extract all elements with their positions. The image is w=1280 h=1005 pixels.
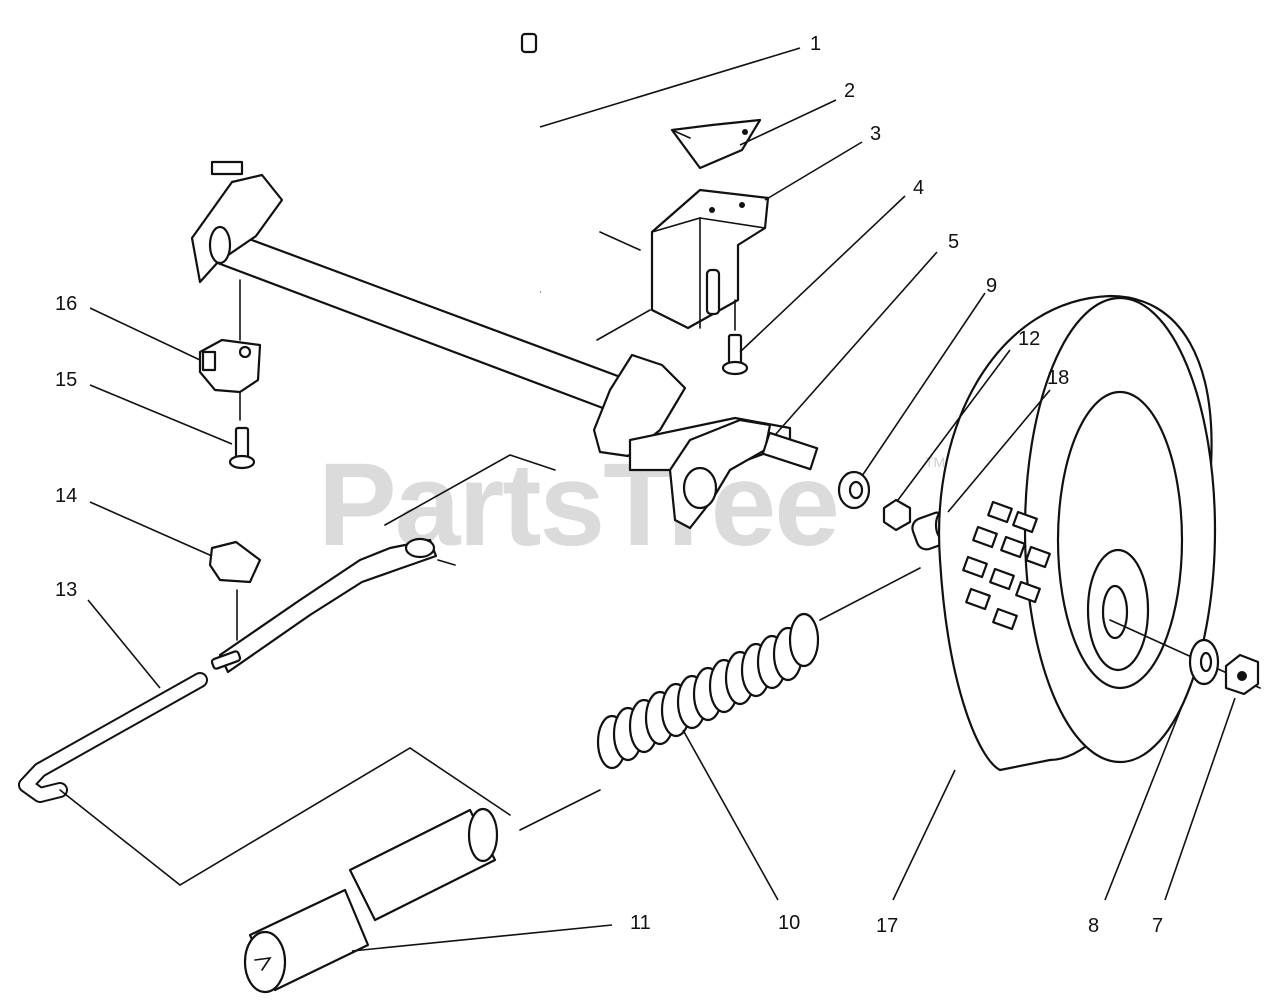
callout-1: 1 <box>810 33 821 55</box>
spring-10 <box>519 567 921 831</box>
callout-2: 2 <box>844 80 855 102</box>
nut-7 <box>1224 653 1260 696</box>
linkage-arm <box>210 454 556 674</box>
callout-7: 7 <box>1152 915 1163 937</box>
callout-18: 18 <box>1047 367 1069 389</box>
screw-15 <box>228 391 256 470</box>
callout-15: 15 <box>55 369 77 391</box>
height-bracket <box>596 188 770 341</box>
callout-17: 17 <box>876 915 898 937</box>
leader-lines <box>87 47 1236 952</box>
axle-tube <box>190 160 652 424</box>
callout-3: 3 <box>870 123 881 145</box>
callout-12: 12 <box>1018 328 1040 350</box>
callout-13: 13 <box>55 579 77 601</box>
bushing-block-16 <box>198 338 262 394</box>
callout-16: 16 <box>55 293 77 315</box>
nut-12 <box>882 498 912 532</box>
spring-coils <box>596 612 820 770</box>
callout-labels: 1 2 3 4 5 9 12 18 16 15 14 13 11 10 17 8… <box>55 33 1163 937</box>
washer-8 <box>1188 638 1220 686</box>
handle-bar-13 <box>18 672 511 886</box>
pivot-plate <box>592 353 819 530</box>
callout-4: 4 <box>913 177 924 199</box>
spring-clip <box>670 118 762 170</box>
callout-8: 8 <box>1088 915 1099 937</box>
callout-10: 10 <box>778 912 800 934</box>
washer-9 <box>837 470 871 510</box>
wheel-tread <box>962 500 1051 631</box>
callout-5: 5 <box>948 231 959 253</box>
bracket-screw <box>721 299 749 376</box>
clip-14 <box>208 540 262 641</box>
callout-14: 14 <box>55 485 77 507</box>
callout-9: 9 <box>986 275 997 297</box>
wheel <box>937 294 1217 772</box>
handle-grip-11 <box>243 807 499 994</box>
height-adjust-rod <box>493 32 541 295</box>
callout-11: 11 <box>630 912 651 934</box>
watermark-trademark: TM <box>925 454 945 470</box>
